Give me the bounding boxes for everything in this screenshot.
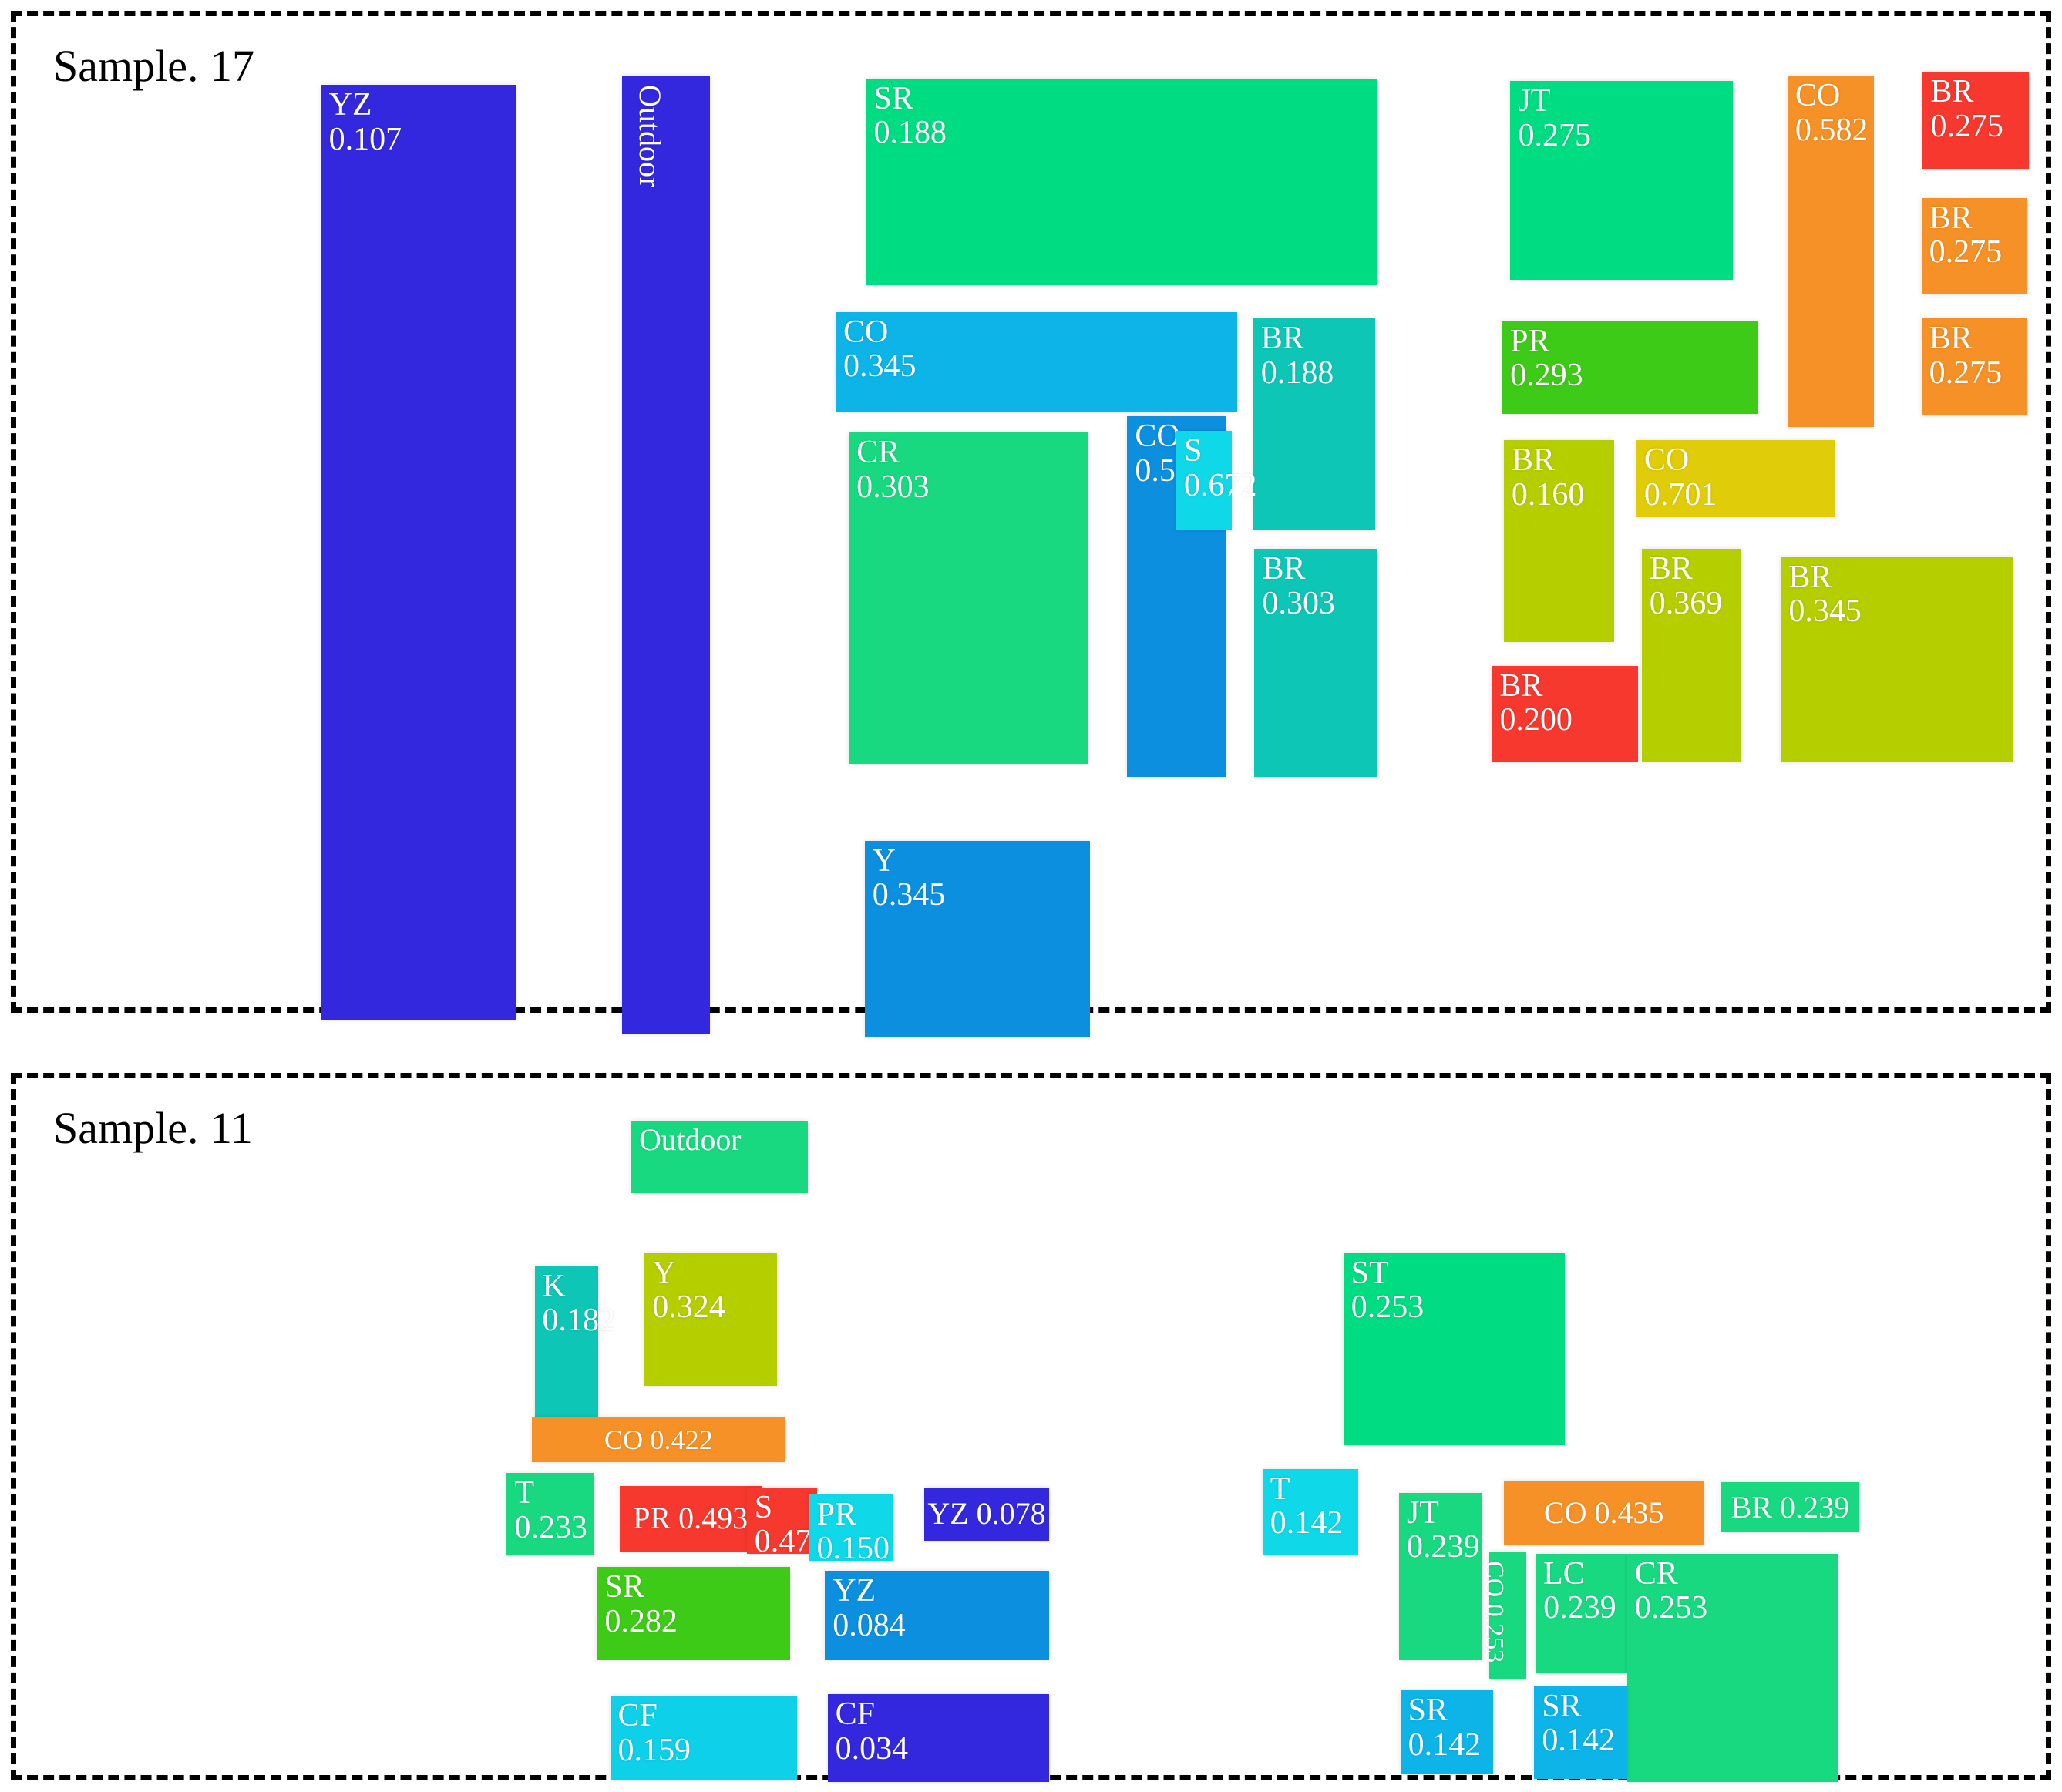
data-box: PR 0.493 xyxy=(619,1486,762,1552)
data-box-label: CO 0.253 xyxy=(1479,1560,1509,1663)
data-box-label: CO 0.422 xyxy=(604,1424,713,1455)
data-box: Outdoor xyxy=(622,76,710,1034)
data-box-label: BR 0.239 xyxy=(1731,1489,1850,1525)
data-box-label: PR 0.493 xyxy=(633,1501,748,1536)
panel-title-sample-11: Sample. 11 xyxy=(53,1103,253,1153)
data-box-label: Outdoor xyxy=(639,1122,742,1157)
data-box-label: Outdoor xyxy=(632,85,668,188)
data-box: CO 0.435 xyxy=(1503,1481,1704,1545)
data-box: Outdoor xyxy=(631,1120,808,1194)
data-box: CO 0.253 xyxy=(1480,1551,1527,1680)
panel-title-sample-17: Sample. 17 xyxy=(53,41,254,91)
data-box: CO 0.422 xyxy=(532,1417,785,1463)
data-box: YZ 0.078 xyxy=(924,1487,1049,1541)
data-box-label: YZ 0.078 xyxy=(927,1496,1046,1531)
data-box-label: CO 0.435 xyxy=(1543,1494,1664,1530)
data-box: BR 0.239 xyxy=(1721,1482,1859,1533)
